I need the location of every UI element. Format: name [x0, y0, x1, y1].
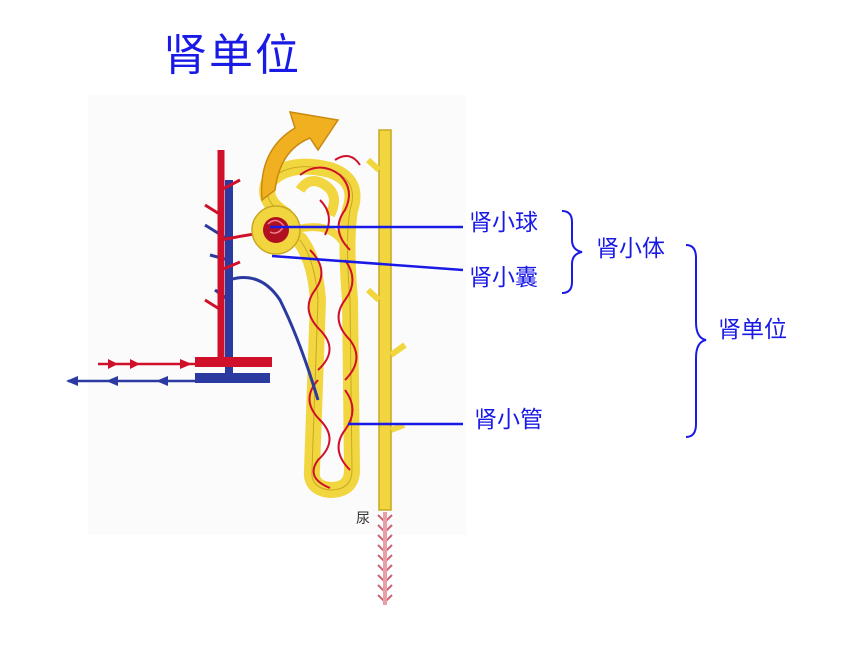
flow-arrow-icon: [260, 111, 340, 202]
label-capsule: 肾小囊: [469, 265, 538, 291]
blood-flow-arrows: [66, 359, 196, 386]
page-title: 肾单位: [163, 30, 301, 81]
renal-artery: [195, 150, 272, 367]
brace-nephron: [685, 244, 707, 438]
pointer-lines: [270, 225, 464, 426]
label-tubule: 肾小管: [474, 407, 543, 433]
pointer-capsule: [271, 254, 464, 272]
label-glomerulus: 肾小球: [469, 210, 538, 236]
collecting-duct: [365, 129, 407, 511]
urine-flow-arrows: [377, 512, 393, 605]
label-renal-corpuscle: 肾小体: [596, 236, 665, 262]
brace-renal-corpuscle: [561, 210, 583, 294]
glomerulus-and-capsule: [251, 205, 301, 255]
renal-vein: [195, 180, 320, 401]
label-nephron: 肾单位: [718, 317, 787, 343]
label-urine: 尿: [356, 511, 370, 527]
peritubular-capillaries: [299, 155, 361, 489]
